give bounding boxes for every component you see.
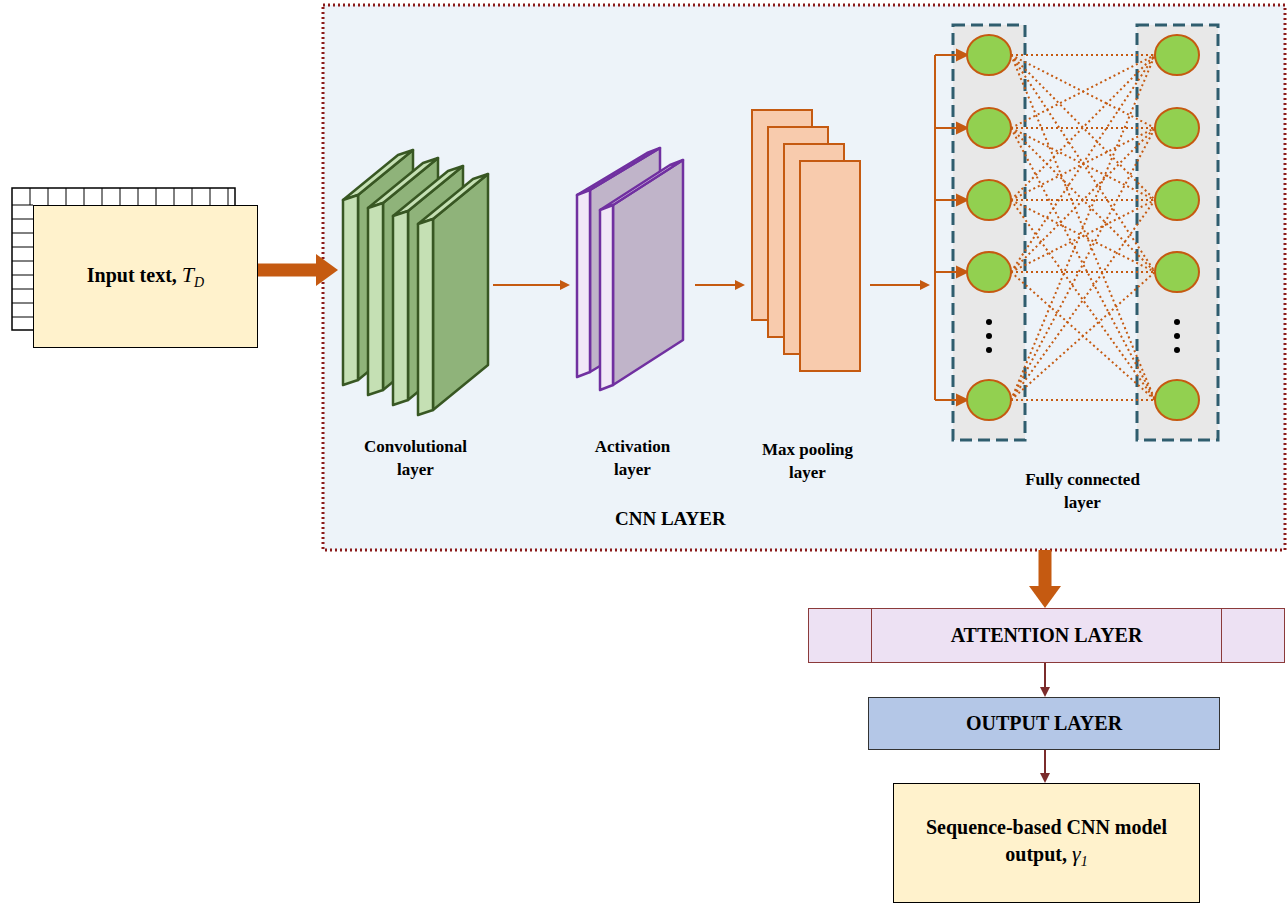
pooling-layer: Max pooling layer <box>745 100 870 485</box>
block-arrow <box>258 254 338 286</box>
layer-label: Convolutional layer <box>351 436 481 482</box>
band-divider <box>1221 609 1222 662</box>
layer-label: Max pooling layer <box>753 439 863 485</box>
math-subscript: D <box>194 275 204 290</box>
activation-slabs <box>577 148 683 390</box>
flow-arrow <box>1040 750 1050 783</box>
pooling-sheets <box>752 110 860 371</box>
flow-arrow <box>695 280 745 290</box>
math-symbol: γ <box>1072 841 1081 866</box>
flow-arrow <box>1040 663 1050 697</box>
fc-columns <box>935 25 1218 440</box>
layer-label: Activation layer <box>583 436 683 482</box>
input-box: Input text, TD <box>33 205 258 348</box>
flow-arrow <box>870 280 930 290</box>
math-subscript: 1 <box>1081 854 1088 869</box>
fc-layer: Fully connected layer <box>930 20 1235 515</box>
block-arrow <box>1029 550 1061 608</box>
region-outline <box>323 5 1285 550</box>
conv-slabs <box>343 150 488 415</box>
layer-label: Fully connected layer <box>1008 469 1158 515</box>
activation-layer: Activation layer <box>570 140 695 482</box>
cnn-region: CNN LAYER Convolutional layer Activation l… <box>323 5 1285 550</box>
conv-layer: Convolutional layer <box>338 140 493 482</box>
label-text: Sequence-based CNN model output, <box>926 816 1167 865</box>
result-box: Sequence-based CNN model output, γ1 <box>893 783 1200 903</box>
band-divider <box>871 609 872 662</box>
label-text: Input text, <box>87 264 177 286</box>
text-line: Input text, TD <box>87 261 204 292</box>
band-label: OUTPUT LAYER <box>966 712 1122 735</box>
attention-band: ATTENTION LAYER <box>808 608 1285 663</box>
region-title: CNN LAYER <box>615 508 726 530</box>
text-line: Sequence-based CNN model output, γ1 <box>906 814 1187 871</box>
flow-arrow <box>493 280 570 290</box>
math-symbol: T <box>182 262 194 287</box>
band-label: ATTENTION LAYER <box>951 624 1143 647</box>
output-band: OUTPUT LAYER <box>868 697 1220 750</box>
